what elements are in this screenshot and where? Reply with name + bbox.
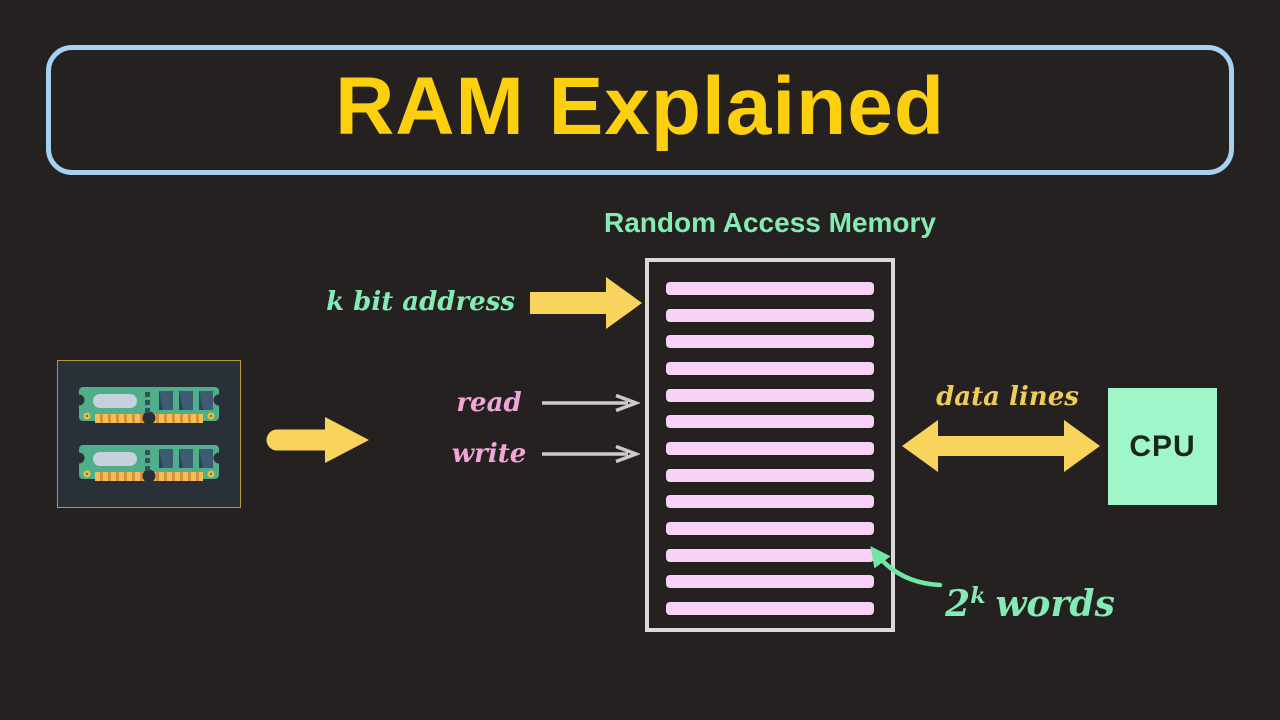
ram-sticks-icon [73, 387, 225, 483]
words-exponent: k [970, 583, 986, 609]
data-lines-arrow-icon [902, 420, 1100, 472]
write-arrow-icon [542, 444, 640, 464]
memory-row [666, 548, 874, 562]
memory-array [645, 258, 895, 632]
memory-row [666, 361, 874, 375]
memory-row [666, 335, 874, 349]
ram-to-diagram-arrow-icon [266, 417, 369, 463]
memory-row [666, 388, 874, 402]
words-base: 2 [945, 583, 971, 625]
memory-row [666, 521, 874, 535]
words-rest: words [995, 583, 1115, 625]
memory-heading: Random Access Memory [604, 207, 936, 238]
title-banner: RAM Explained [46, 45, 1234, 175]
words-pointer-arrow-icon [870, 546, 943, 588]
cpu-box: CPU [1108, 388, 1217, 505]
memory-row [666, 601, 874, 615]
memory-row [666, 415, 874, 429]
read-label: read [456, 388, 522, 418]
page-title: RAM Explained [335, 61, 945, 152]
memory-row [666, 575, 874, 589]
address-label: k bit address [326, 287, 515, 317]
write-label: write [451, 439, 527, 469]
read-arrow-icon [542, 393, 640, 413]
memory-row [666, 495, 874, 509]
memory-row [666, 282, 874, 295]
cpu-label: CPU [1129, 429, 1196, 463]
data-lines-label: data lines [936, 382, 1079, 412]
memory-row [666, 308, 874, 322]
memory-row [666, 468, 874, 482]
address-arrow-icon [530, 277, 642, 329]
ram-modules-illustration [57, 360, 241, 508]
memory-row [666, 441, 874, 455]
